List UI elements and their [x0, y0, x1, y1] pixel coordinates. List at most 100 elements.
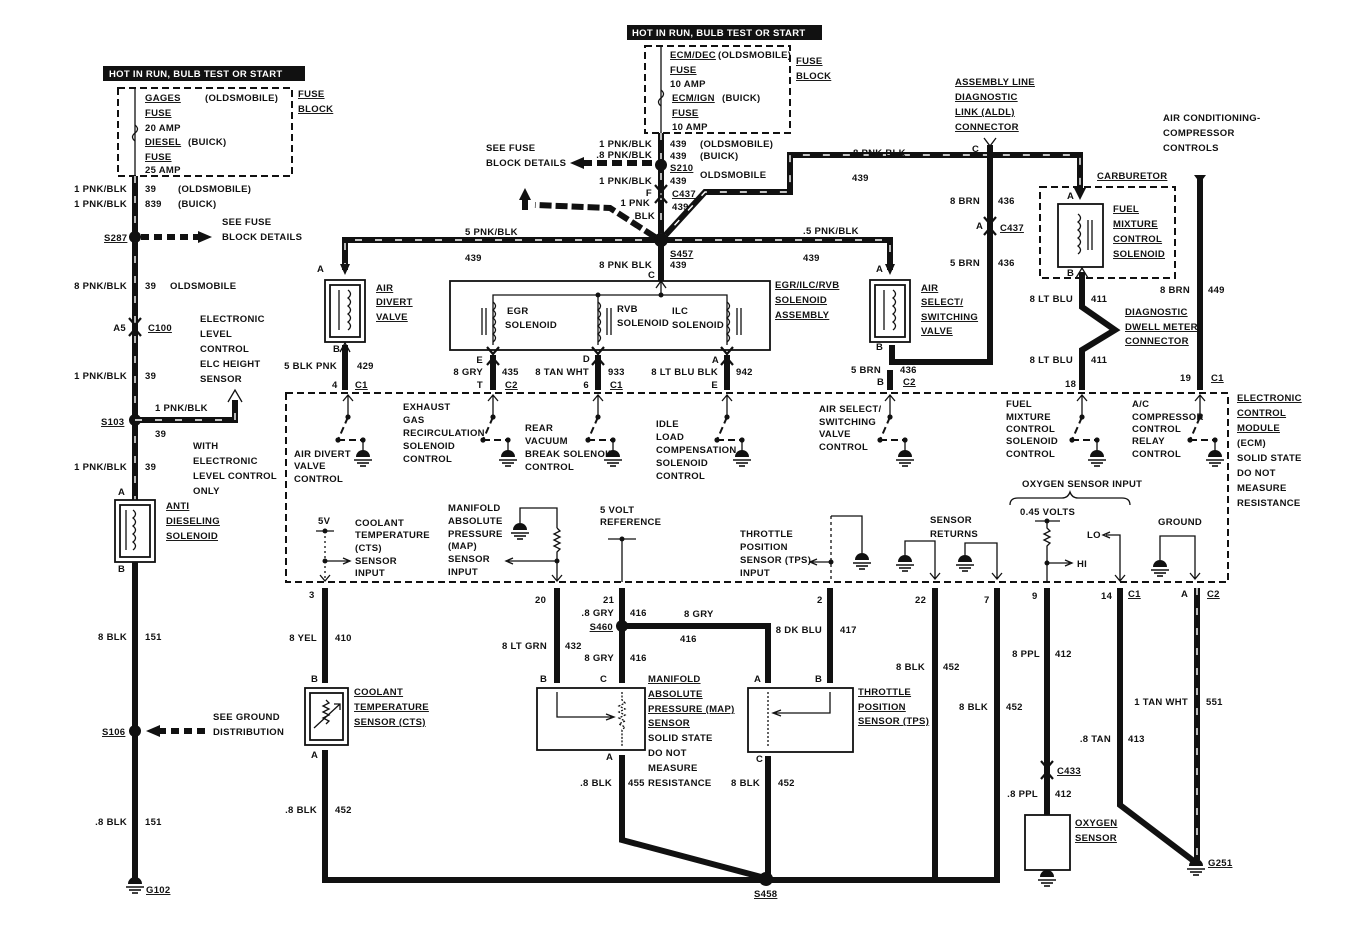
- label: .5 PNK/BLK: [803, 226, 859, 237]
- label: WITH: [193, 441, 218, 452]
- label: 436: [998, 196, 1015, 207]
- label: AIR SELECT/: [819, 404, 881, 415]
- label: C2: [1207, 589, 1220, 600]
- air-select-driver-switch: [877, 395, 914, 466]
- label: 8 TAN WHT: [535, 367, 589, 378]
- label: 5 BRN: [851, 365, 881, 376]
- wire-segment: [1039, 186, 1176, 279]
- label: VACUUM: [525, 436, 568, 447]
- label: 21: [603, 595, 615, 606]
- symbol: [955, 554, 975, 572]
- label: RESISTANCE: [1237, 498, 1301, 509]
- wire-segment: [1042, 521, 1052, 582]
- label: ANTI: [166, 501, 189, 512]
- label: A/C: [1132, 399, 1149, 410]
- label: C: [756, 754, 763, 765]
- label: 413: [1128, 734, 1145, 745]
- label: SELECT/: [921, 297, 963, 308]
- label: 6: [583, 380, 589, 391]
- label: 1 PNK/BLK: [74, 371, 127, 382]
- label: CONNECTOR: [1125, 336, 1189, 347]
- label: OXYGEN: [1075, 818, 1117, 829]
- label: 436: [998, 258, 1015, 269]
- label: 429: [357, 361, 374, 372]
- label: SWITCHING: [819, 417, 876, 428]
- label: C100: [148, 323, 172, 334]
- label: (BUICK): [700, 151, 739, 162]
- wire-segment: [504, 557, 557, 565]
- label: 4: [332, 380, 338, 391]
- label: PRESSURE: [448, 529, 503, 540]
- label: 412: [1055, 789, 1072, 800]
- label: B: [333, 344, 340, 355]
- label: 1 PNK/BLK: [599, 176, 652, 187]
- label: CARBURETOR: [1097, 171, 1167, 182]
- wire-segment: [1009, 489, 1131, 506]
- label: 0.45 VOLTS: [1020, 507, 1075, 518]
- label: 435: [502, 367, 519, 378]
- label: COOLANT: [355, 518, 404, 529]
- label: .8 BLK: [285, 805, 317, 816]
- label: E: [711, 380, 718, 391]
- label: THROTTLE: [740, 529, 793, 540]
- label: 8 LT BLU: [1030, 355, 1073, 366]
- label: C2: [505, 380, 518, 391]
- label: RETURNS: [930, 529, 978, 540]
- label: 39: [145, 371, 156, 382]
- label: 1 TAN WHT: [1134, 697, 1188, 708]
- wire-segment: [135, 400, 236, 421]
- label: 8 BLK: [98, 632, 127, 643]
- label: COOLANT: [354, 687, 403, 698]
- label: SEE GROUND: [213, 712, 280, 723]
- label: CONTROL: [656, 471, 705, 482]
- label: CONTROL: [403, 454, 452, 465]
- label: (MAP): [448, 541, 477, 552]
- arrow-left-icon: [570, 157, 584, 169]
- wire-411-lt-blu: [1079, 272, 1121, 390]
- label: POSITION: [858, 702, 906, 713]
- label: INPUT: [448, 567, 478, 578]
- label: REAR: [525, 423, 553, 434]
- wire-segment: [622, 623, 771, 683]
- label: A: [1067, 191, 1074, 202]
- label: C1: [610, 380, 623, 391]
- label: OXYGEN SENSOR INPUT: [1022, 479, 1142, 490]
- label: CONTROL: [1132, 449, 1181, 460]
- ground-return-452: [322, 588, 1000, 883]
- wire-segment: [340, 264, 350, 275]
- wire-436-brn: [889, 145, 993, 365]
- label: ASSEMBLY: [775, 310, 830, 321]
- label: GAGES: [145, 93, 181, 104]
- label: PRESSURE (MAP): [648, 704, 735, 715]
- label: (OLDSMOBILE): [178, 184, 251, 195]
- wire-segment: [885, 264, 895, 275]
- label: BLK: [635, 211, 655, 222]
- label: 39: [155, 429, 166, 440]
- label: SOLENOID: [505, 320, 557, 331]
- label: 151: [145, 632, 162, 643]
- label: CONTROL: [1113, 234, 1162, 245]
- label: SENSOR: [355, 556, 397, 567]
- ac-relay-driver-switch: [1187, 395, 1224, 466]
- label: SOLENOID: [672, 320, 724, 331]
- label: BLOCK: [298, 104, 333, 115]
- label: 8 BLK: [731, 778, 760, 789]
- label: SEE FUSE: [222, 217, 271, 228]
- label: DIAGNOSTIC: [1125, 307, 1188, 318]
- label: HOT IN RUN, BULB TEST OR START: [632, 28, 805, 39]
- label: FUSE: [670, 65, 697, 76]
- label: S287: [104, 233, 127, 244]
- label: S210: [670, 163, 693, 174]
- label: 8 BRN: [950, 196, 980, 207]
- label: A: [317, 264, 324, 275]
- map-sensor: [536, 687, 646, 751]
- label: A: [311, 750, 318, 761]
- label: DWELL METER: [1125, 322, 1198, 333]
- splice-s210: [655, 159, 667, 171]
- label: 8 LT BLU: [1030, 294, 1073, 305]
- label: A: [712, 355, 719, 366]
- wire-segment: [321, 699, 331, 725]
- label: 10 AMP: [672, 122, 708, 133]
